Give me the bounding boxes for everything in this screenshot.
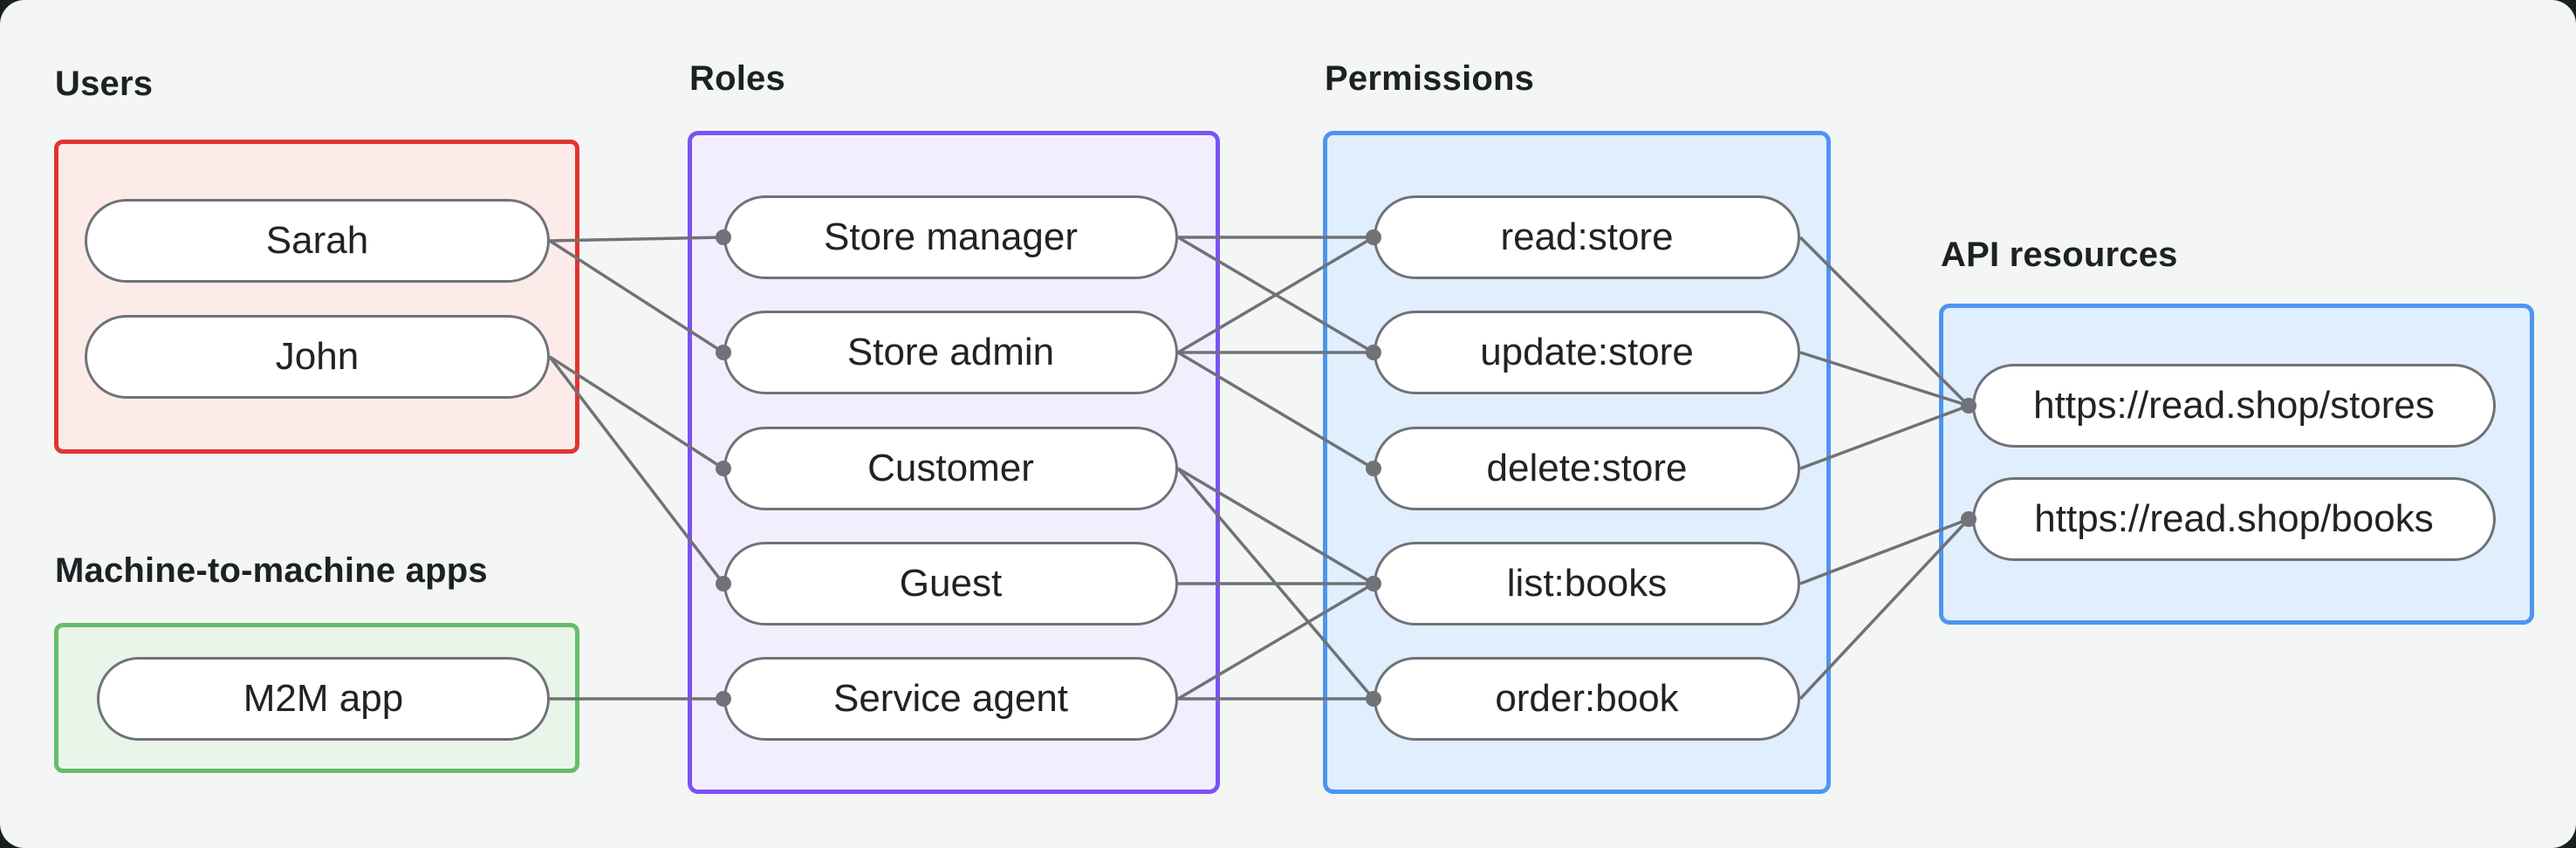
node-api-resource-books: https://read.shop/books — [1972, 477, 2496, 561]
node-permission-update-store: update:store — [1374, 311, 1800, 394]
node-user-john: John — [85, 315, 550, 399]
node-role-customer: Customer — [723, 427, 1178, 510]
api-resources-group-label: API resources — [1941, 236, 2178, 274]
node-role-guest: Guest — [723, 542, 1178, 626]
m2m-apps-group-label: Machine-to-machine apps — [55, 551, 488, 590]
permissions-group-label: Permissions — [1325, 59, 1535, 98]
users-group-label: Users — [55, 65, 154, 103]
node-m2m-app: M2M app — [97, 657, 550, 741]
api-resources-group-box — [1939, 304, 2534, 625]
node-permission-order-book: order:book — [1374, 657, 1800, 741]
node-api-resource-stores: https://read.shop/stores — [1972, 364, 2496, 448]
node-role-store-manager: Store manager — [723, 195, 1178, 279]
users-group-box — [54, 140, 579, 454]
node-user-sarah: Sarah — [85, 199, 550, 283]
node-permission-read-store: read:store — [1374, 195, 1800, 279]
node-role-store-admin: Store admin — [723, 311, 1178, 394]
roles-group-label: Roles — [689, 59, 785, 98]
node-role-service-agent: Service agent — [723, 657, 1178, 741]
node-permission-delete-store: delete:store — [1374, 427, 1800, 510]
node-permission-list-books: list:books — [1374, 542, 1800, 626]
